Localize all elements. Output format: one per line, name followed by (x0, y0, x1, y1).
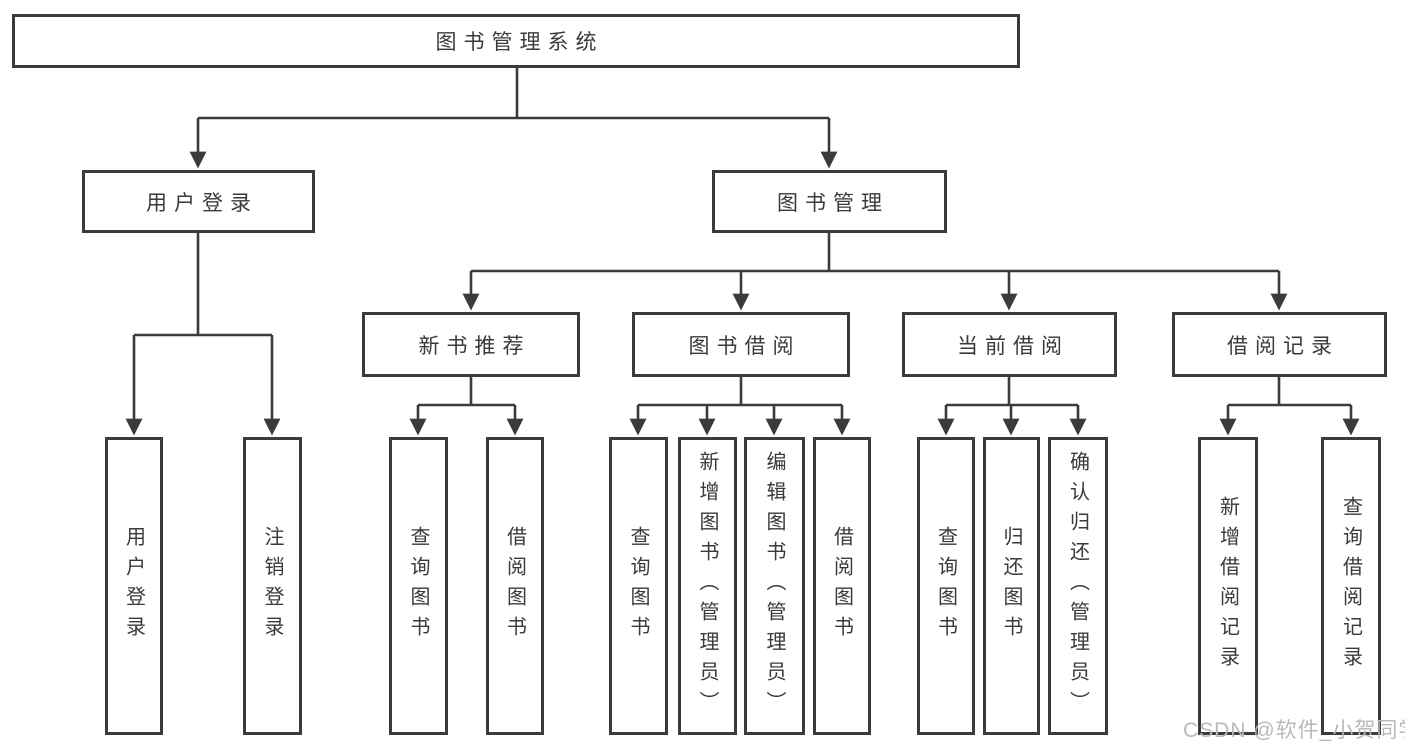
leaf-edit-book-admin: 编辑图书（管理员） (744, 437, 805, 735)
node-new-book-recommend: 新书推荐 (362, 312, 580, 377)
leaf-query-books-borrow: 查询图书 (609, 437, 668, 735)
leaf-add-book-admin: 新增图书（管理员） (678, 437, 737, 735)
leaf-logout-login: 注销登录 (243, 437, 302, 735)
node-borrow-records: 借阅记录 (1172, 312, 1387, 377)
leaf-borrow-books-recommend: 借阅图书 (486, 437, 544, 735)
leaf-query-books-recommend: 查询图书 (389, 437, 448, 735)
node-user-login: 用户登录 (82, 170, 315, 233)
leaf-borrow-books: 借阅图书 (813, 437, 871, 735)
csdn-watermark: CSDN @软件_小贺同学 (1183, 719, 1405, 742)
node-book-management: 图书管理 (712, 170, 947, 233)
node-book-borrow: 图书借阅 (632, 312, 850, 377)
leaf-query-books-current: 查询图书 (917, 437, 975, 735)
node-current-borrow: 当前借阅 (902, 312, 1117, 377)
leaf-return-book: 归还图书 (983, 437, 1040, 735)
leaf-add-borrow-record: 新增借阅记录 (1198, 437, 1258, 735)
node-library-system: 图书管理系统 (12, 14, 1020, 68)
leaf-query-borrow-record: 查询借阅记录 (1321, 437, 1381, 735)
leaf-user-login: 用户登录 (105, 437, 163, 735)
leaf-confirm-return-admin: 确认归还（管理员） (1048, 437, 1108, 735)
